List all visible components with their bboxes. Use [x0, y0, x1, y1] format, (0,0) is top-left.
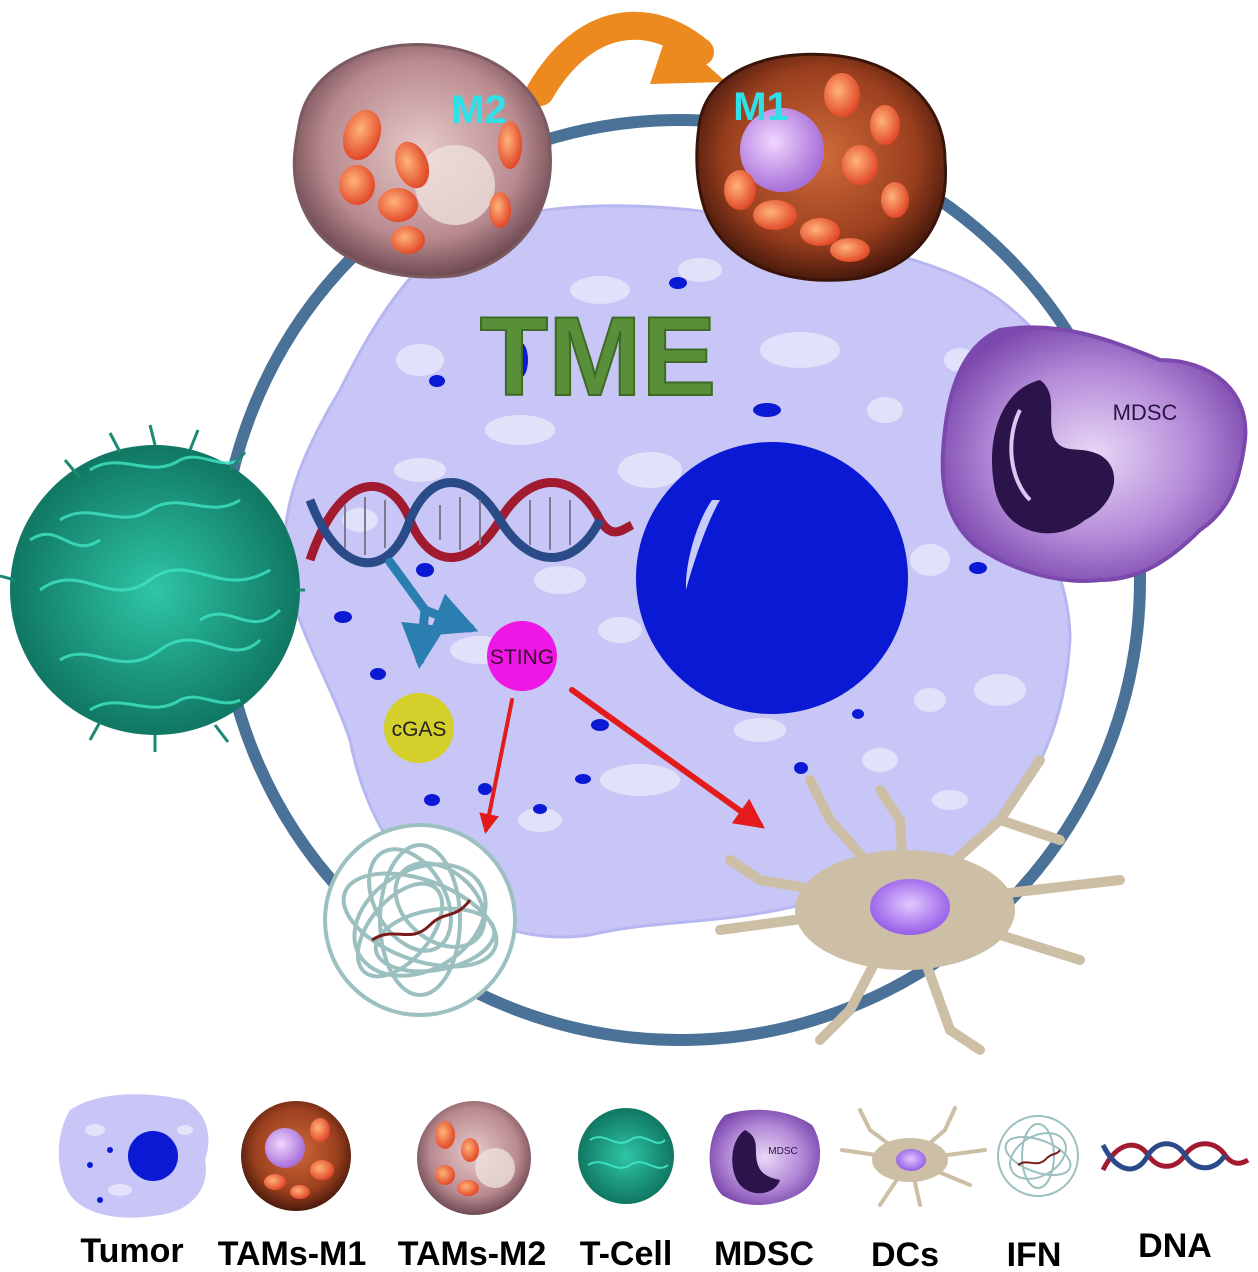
m1-label: M1: [733, 85, 789, 129]
dna-sensing-arrows: [385, 557, 479, 669]
sting-label: STING: [490, 646, 554, 669]
legend-label-ifn: IFN: [1007, 1236, 1062, 1272]
polarization-arrow: [526, 11, 714, 106]
t-cell: [0, 424, 305, 752]
mdsc-cell-label: MDSC: [1113, 400, 1178, 425]
sting-node: [487, 621, 557, 691]
t-cell-icon: [578, 1108, 674, 1204]
dna-helix-icon: [1100, 1141, 1250, 1172]
legend-label-tams-m1: TAMs-M1: [218, 1235, 367, 1272]
legend-label-dna: DNA: [1138, 1227, 1212, 1265]
mdsc-cell: [940, 325, 1248, 583]
cgas-label: cGAS: [392, 718, 447, 741]
mdsc-icon: [709, 1109, 821, 1206]
tumor-cell-icon: [58, 1094, 209, 1218]
ifn-icon: [997, 1115, 1079, 1197]
macrophage-m1: [695, 52, 948, 282]
activation-arrows: [479, 687, 765, 834]
legend-label-mdsc: MDSC: [714, 1235, 814, 1272]
legend-label-tumor: Tumor: [80, 1232, 183, 1270]
mdsc-icon-label: MDSC: [768, 1146, 797, 1157]
legend: MDSC: [58, 1094, 1250, 1272]
dendritic-cell-icon: [840, 1106, 987, 1207]
macrophage-m1-icon: [241, 1101, 351, 1211]
nucleus-highlight: [685, 500, 720, 590]
legend-label-t-cell: T-Cell: [580, 1235, 673, 1272]
tumor-granules: [334, 277, 987, 814]
macrophage-m2: [292, 42, 552, 279]
legend-label-dcs: DCs: [871, 1236, 939, 1272]
macrophage-m2-icon: [417, 1101, 531, 1215]
cgas-node: [384, 693, 454, 763]
legend-label-tams-m2: TAMs-M2: [398, 1235, 547, 1272]
dendritic-cell: [715, 755, 1125, 1055]
m2-label: M2: [451, 88, 507, 132]
polarization-arrowhead: [650, 30, 726, 84]
tumor-nucleus: [636, 442, 908, 714]
dna-helix: [305, 478, 635, 568]
tme-title: TME: [480, 294, 716, 419]
ifn-cluster: [323, 823, 517, 1017]
